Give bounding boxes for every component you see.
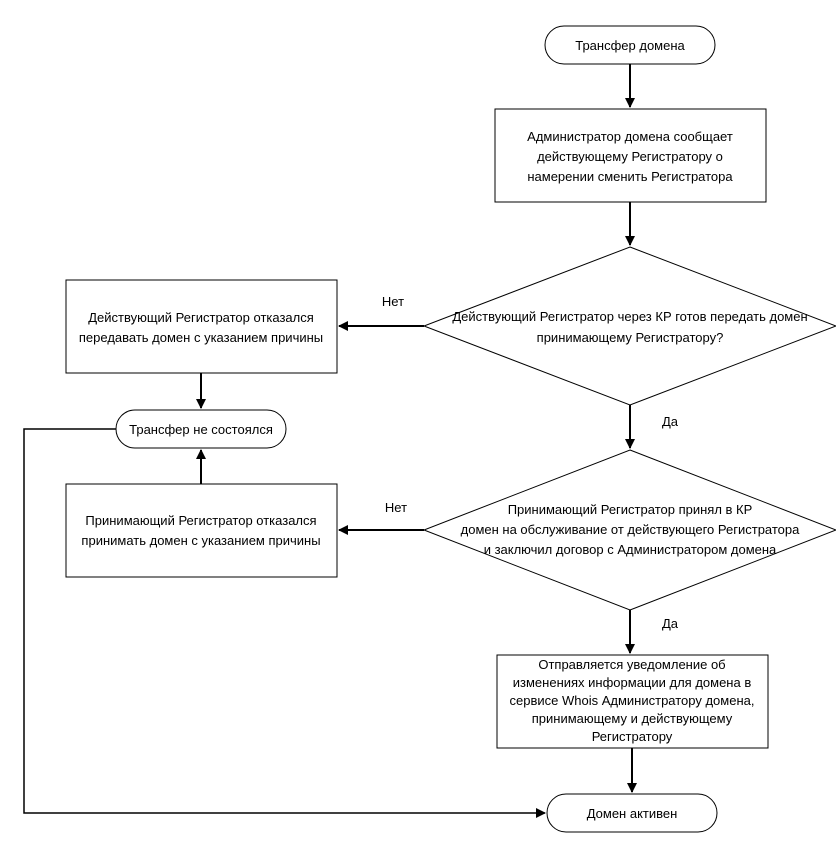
decision-2-line-1: Принимающий Регистратор принял в КР [508,502,753,517]
receiving-refused-box: Принимающий Регистратор отказался приним… [65,483,338,578]
failed-label: Трансфер не состоялся [129,422,273,437]
current-refused-box: Действующий Регистратор отказался переда… [65,279,338,374]
whois-line-2: изменениях информации для домена в [513,675,752,690]
edge-label-yes-2: Да [662,616,679,631]
start-label: Трансфер домена [575,38,685,53]
edge-label-yes-1: Да [662,414,679,429]
notify-step-line-2: действующему Регистратору о [537,149,723,164]
decision-2-line-2: домен на обслуживание от действующего Ре… [461,522,801,537]
decision-1-line-1: Действующий Регистратор через КР готов п… [452,309,807,324]
active-terminator: Домен активен [546,793,718,833]
notify-step-box: Администратор домена сообщает действующе… [494,108,767,203]
notify-step-line-1: Администратор домена сообщает [527,129,733,144]
whois-line-1: Отправляется уведомление об [538,657,725,672]
decision-2-line-3: и заключил договор с Администратором дом… [484,542,777,557]
notify-step-line-3: намерении сменить Регистратора [527,169,733,184]
active-label: Домен активен [587,806,678,821]
edge-label-no-2: Нет [385,500,407,515]
whois-line-3: сервисе Whois Администратору домена, [510,693,755,708]
decision-receiving-accepted: Принимающий Регистратор принял в КР доме… [422,449,836,611]
decision-current-ready: Действующий Регистратор через КР готов п… [422,246,836,406]
whois-notice-box: Отправляется уведомление об изменениях и… [496,654,769,749]
failed-terminator: Трансфер не состоялся [115,409,287,449]
start-terminator: Трансфер домена [544,25,716,65]
receiving-refused-line-1: Принимающий Регистратор отказался [85,513,316,528]
edge-label-no-1: Нет [382,294,404,309]
current-refused-line-1: Действующий Регистратор отказался [88,310,314,325]
decision-1-line-2: принимающему Регистратору? [537,330,724,345]
whois-line-4: принимающему и действующему [532,711,733,726]
receiving-refused-line-2: принимать домен с указанием причины [81,533,320,548]
current-refused-line-2: передавать домен с указанием причины [79,330,323,345]
arrow-failed-to-active [23,428,546,818]
whois-line-5: Регистратору [592,729,673,744]
